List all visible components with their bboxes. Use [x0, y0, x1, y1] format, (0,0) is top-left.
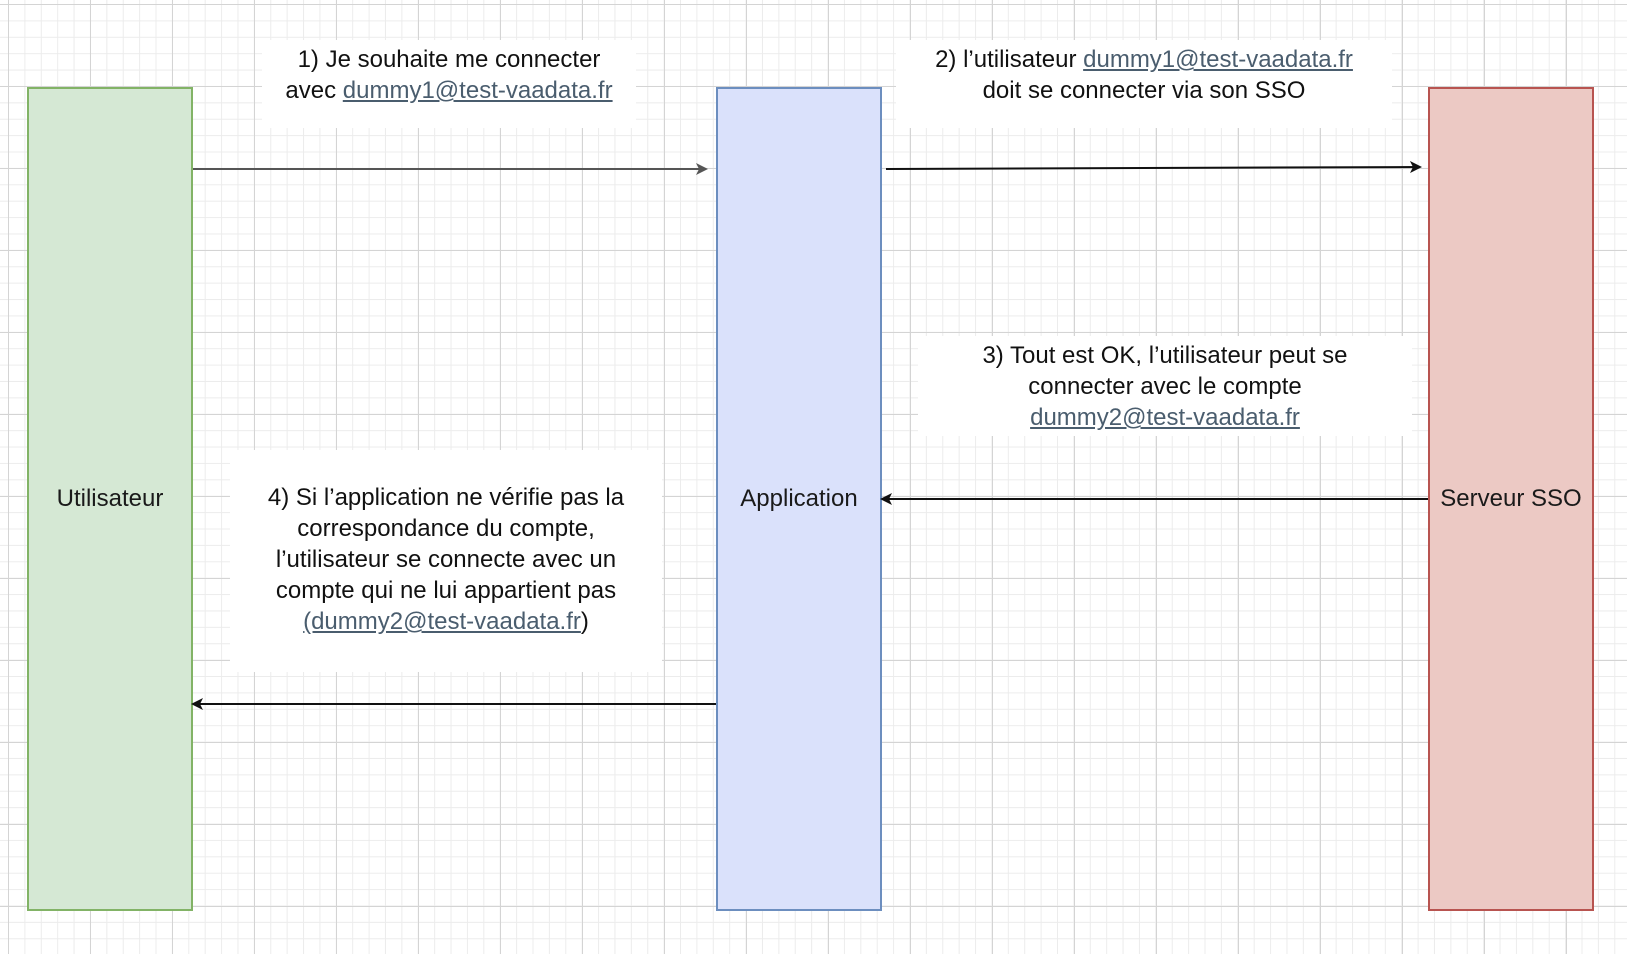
step3-note: 3) Tout est OK, l’utilisateur peut se co… [918, 336, 1412, 436]
step4-line2: correspondance du compte, [297, 515, 595, 542]
step1-note: 1) Je souhaite me connecter avec dummy1@… [262, 40, 636, 128]
user-lane-label: Utilisateur [56, 485, 164, 512]
step1-email-link[interactable]: dummy1@test-vaadata.fr [342, 77, 613, 104]
step3-line2: connecter avec le compte [1028, 373, 1302, 400]
step4-line1: 4) Si l’application ne vérifie pas la [267, 484, 625, 511]
arrow-app-to-sso [885, 161, 1422, 174]
step4-email-link[interactable]: (dummy2@test-vaadata.fr [303, 608, 581, 635]
sso-server-lane-label: Serveur SSO [1440, 485, 1582, 512]
step1-line1: 1) Je souhaite me connecter [297, 46, 601, 73]
sso-server-lane: Serveur SSO [1428, 87, 1594, 911]
step2-prefix: 2) l’utilisateur [935, 46, 1084, 73]
step1-prefix: avec [285, 77, 343, 104]
step4-line4: compte qui ne lui appartient pas [275, 577, 617, 604]
step4-line3: l’utilisateur se connecte avec un [275, 546, 617, 573]
step4-suffix: ) [580, 608, 589, 635]
step1-line2: avec dummy1@test-vaadata.fr [262, 75, 636, 106]
application-lane-label: Application [740, 485, 858, 512]
step2-note: 2) l’utilisateur dummy1@test-vaadata.fr … [896, 40, 1392, 128]
user-lane: Utilisateur [27, 87, 193, 911]
step2-line1: 2) l’utilisateur dummy1@test-vaadata.fr [896, 44, 1392, 75]
step4-line5: (dummy2@test-vaadata.fr) [230, 606, 662, 637]
step3-line1: 3) Tout est OK, l’utilisateur peut se [982, 342, 1348, 369]
step2-line2: doit se connecter via son SSO [982, 77, 1306, 104]
step2-email-link[interactable]: dummy1@test-vaadata.fr [1083, 46, 1353, 73]
application-lane: Application [716, 87, 882, 911]
step3-email-link[interactable]: dummy2@test-vaadata.fr [1030, 404, 1300, 431]
step3-line3: dummy2@test-vaadata.fr [918, 402, 1412, 433]
step4-note: 4) Si l’application ne vérifie pas la co… [230, 450, 662, 672]
